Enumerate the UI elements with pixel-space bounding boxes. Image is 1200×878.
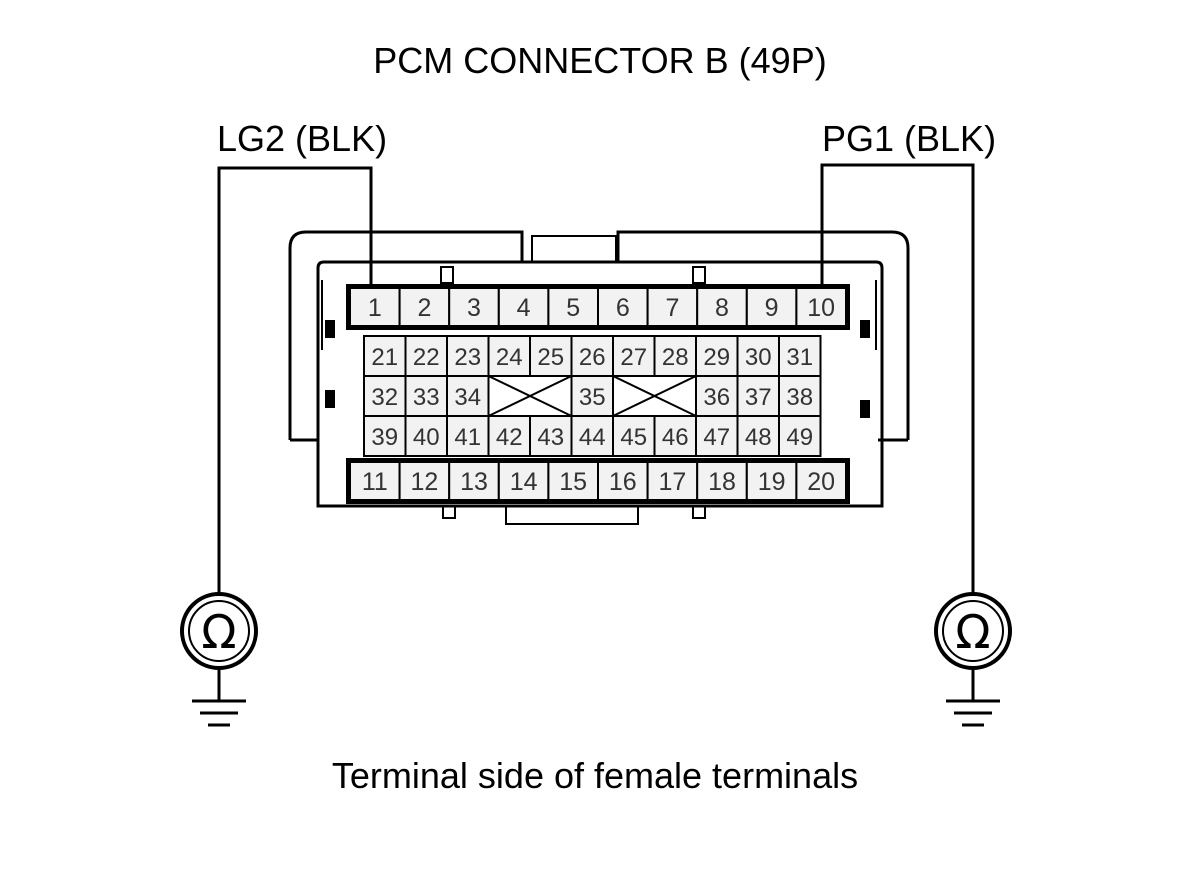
ohm-symbol: Ω	[955, 605, 990, 659]
pin-number: 39	[371, 424, 398, 451]
pin-number: 35	[579, 384, 606, 411]
pin-cell	[696, 461, 748, 501]
pin-cell	[404, 415, 448, 457]
pin-number: 22	[413, 344, 440, 371]
pin-number: 46	[662, 424, 689, 451]
pin-number: 23	[454, 344, 481, 371]
pin-cell	[349, 287, 401, 327]
pin-cell	[695, 415, 739, 457]
ohm-symbol: Ω	[201, 605, 236, 659]
pin-number: 38	[786, 384, 813, 411]
pin-number: 2	[417, 294, 431, 322]
ground-icon	[946, 668, 1000, 727]
pin-number: 36	[703, 384, 730, 411]
pin-number: 21	[371, 344, 398, 371]
pin-number: 14	[510, 468, 538, 496]
pin-number: 19	[758, 468, 786, 496]
right-wire-label: PG1 (BLK)	[822, 118, 997, 159]
pin-number: 12	[410, 468, 438, 496]
pin-number: 8	[715, 294, 729, 322]
pin-cell	[745, 461, 798, 501]
pin-cell	[696, 287, 748, 327]
pin-number: 15	[559, 468, 587, 496]
ohmmeter-icon: Ω	[180, 592, 258, 670]
ground-icon	[192, 668, 246, 727]
pin-number: 7	[665, 294, 679, 322]
pin-cell	[570, 415, 614, 457]
connector-housing	[288, 230, 910, 525]
diagram-caption: Terminal side of female terminals	[331, 755, 859, 796]
pin-cell	[653, 335, 697, 377]
pin-number: 27	[620, 344, 647, 371]
ohmmeter-icon: Ω	[934, 592, 1012, 670]
pin-number: 9	[765, 294, 779, 322]
pin-number: 44	[579, 424, 606, 451]
pin-number: 26	[579, 344, 606, 371]
pin-cell	[736, 415, 780, 457]
pin-number: 30	[745, 344, 772, 371]
pin-number: 10	[807, 294, 835, 322]
pin-number: 24	[496, 344, 523, 371]
pin-number: 33	[413, 384, 440, 411]
pin-cell	[363, 335, 407, 377]
pin-number: 49	[786, 424, 813, 451]
pg1-wire	[820, 163, 975, 597]
pin-number: 34	[454, 384, 481, 411]
pin-number: 43	[537, 424, 564, 451]
top-pin-cells: 1 2 3 4 5 6 7 8 9 10	[349, 287, 848, 327]
pin-cell	[736, 375, 780, 417]
pin-cell	[446, 375, 490, 417]
pin-number: 13	[460, 468, 488, 496]
pin-number: 4	[517, 294, 531, 322]
lg2-wire	[217, 166, 373, 600]
pin-cell	[597, 461, 649, 501]
pin-number: 17	[658, 468, 686, 496]
bottom-pin-row	[346, 458, 850, 504]
pin-cell	[529, 415, 573, 457]
diagram-title: PCM CONNECTOR B (49P)	[373, 40, 827, 81]
pin-cell	[653, 415, 697, 457]
pin-number: 32	[371, 384, 398, 411]
pin-cell	[795, 461, 848, 501]
pin-cell	[778, 415, 822, 457]
pin-number: 6	[616, 294, 630, 322]
pin-cell	[448, 461, 500, 501]
left-wire-label: LG2 (BLK)	[217, 118, 388, 159]
pin-number: 45	[620, 424, 647, 451]
pin-number: 41	[454, 424, 481, 451]
pin-cell	[736, 335, 780, 377]
cavity-cross	[488, 375, 572, 417]
pin-number: 47	[703, 424, 730, 451]
pin-cell	[398, 461, 451, 501]
pin-number: 1	[368, 294, 382, 322]
pin-number: 31	[786, 344, 813, 371]
pin-number: 20	[807, 468, 835, 496]
pin-number: 28	[662, 344, 689, 371]
top-pin-row	[346, 284, 850, 330]
pin-number: 40	[413, 424, 440, 451]
pin-number: 29	[703, 344, 730, 371]
pin-cell	[597, 287, 649, 327]
pin-cell	[795, 287, 848, 327]
pin-number: 16	[609, 468, 637, 496]
pin-number: 42	[496, 424, 523, 451]
pin-number: 37	[745, 384, 772, 411]
pin-number: 18	[708, 468, 736, 496]
pin-number: 5	[566, 294, 580, 322]
bottom-pin-cells: 11 12 13 14 15 16 17 18 19 20	[349, 461, 848, 501]
pin-cell	[547, 461, 600, 501]
pin-number: 11	[362, 468, 388, 496]
pin-cell	[745, 287, 798, 327]
pin-number: 48	[745, 424, 772, 451]
cavity-cross	[612, 375, 697, 417]
middle-pin-block: 21 22 23 24 25 26 27 28 29 30 31 32 33 34 35 36 37 38 39 40…	[363, 335, 822, 457]
pin-number: 3	[467, 294, 481, 322]
latch-tabs	[325, 320, 870, 418]
pin-number: 25	[537, 344, 564, 371]
